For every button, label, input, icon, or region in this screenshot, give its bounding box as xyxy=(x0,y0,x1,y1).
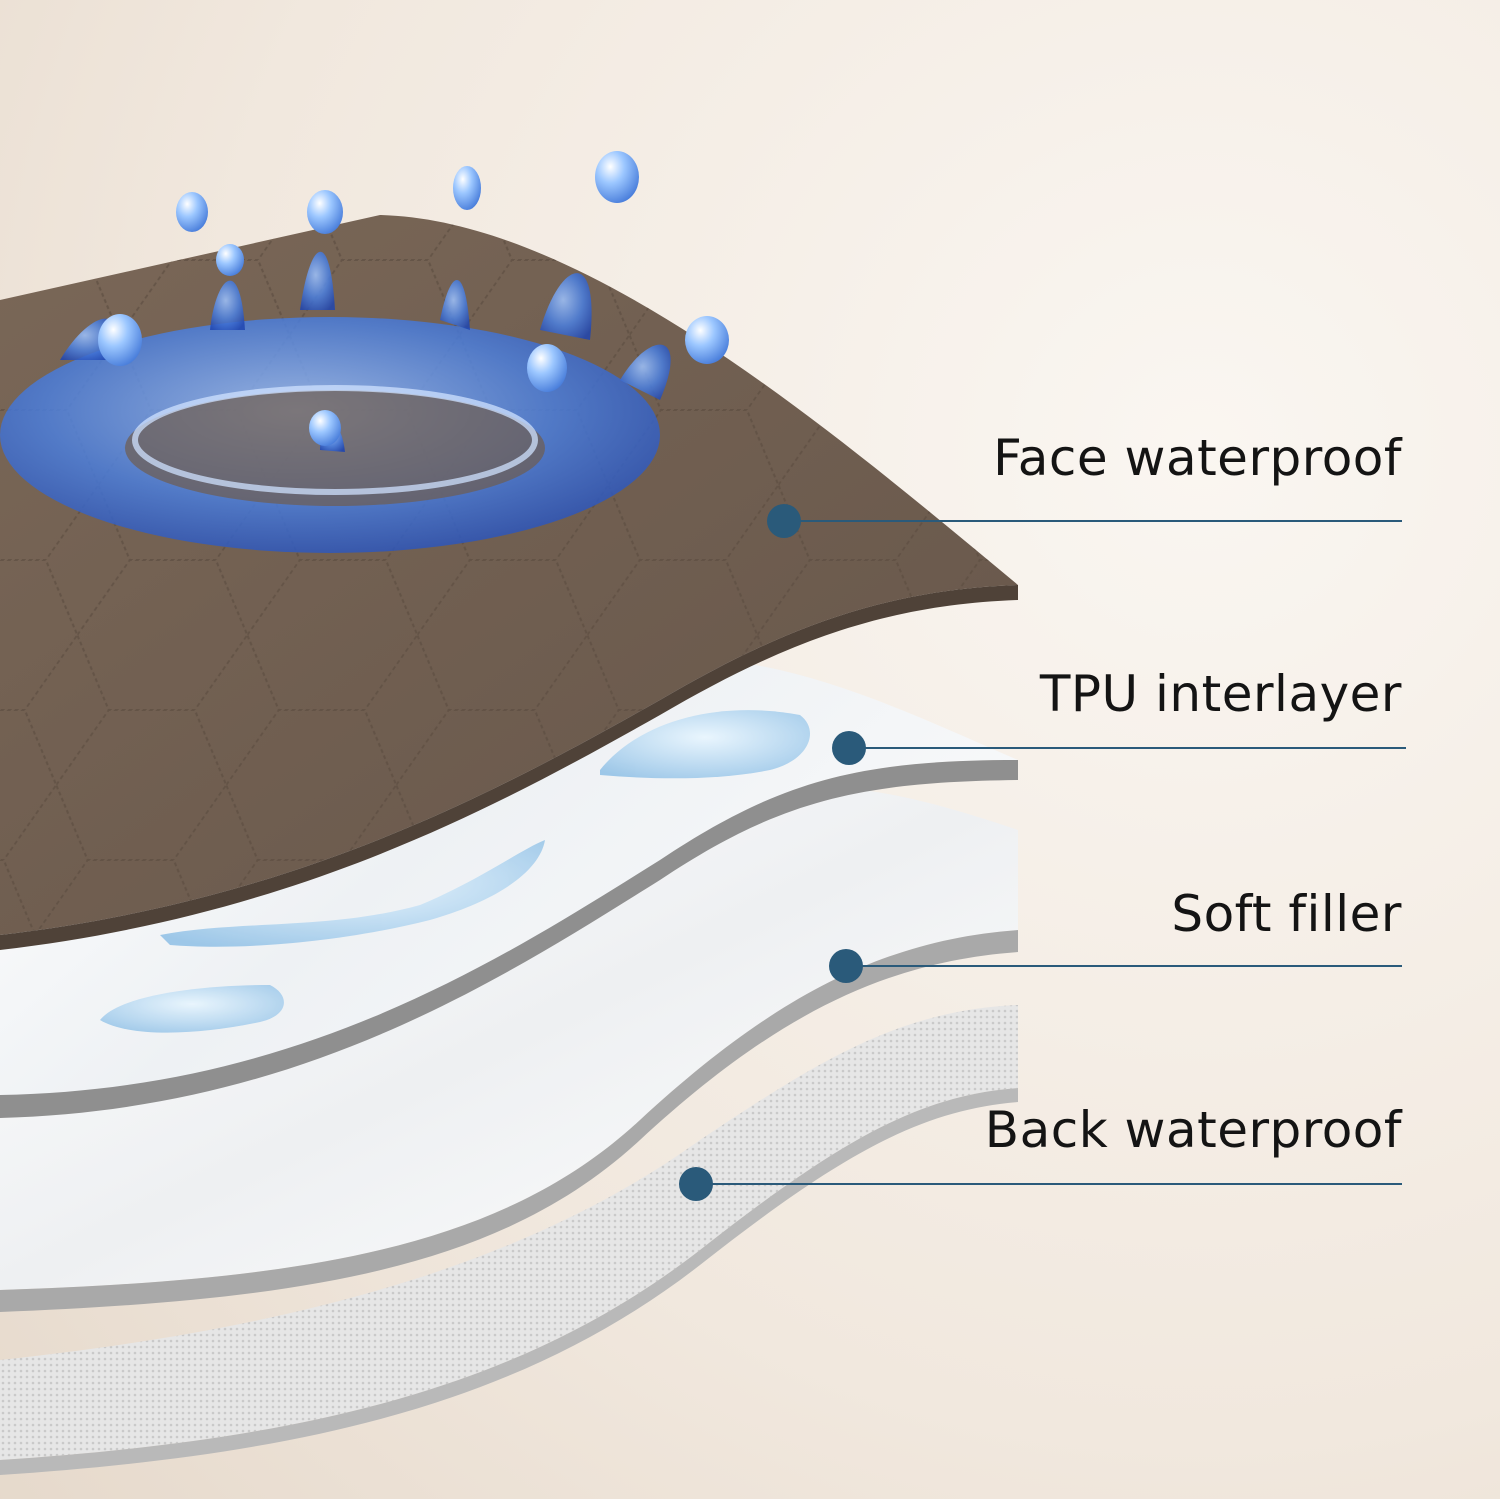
water-droplet-icon xyxy=(100,710,810,1033)
back-waterproof-layer xyxy=(0,1005,1018,1475)
label-tpu-interlayer: TPU interlayer xyxy=(1039,665,1402,723)
water-splash-icon xyxy=(0,151,729,553)
label-soft-filler: Soft filler xyxy=(1171,885,1402,943)
callout-face xyxy=(767,504,1402,538)
callout-filler xyxy=(829,949,1402,983)
callout-tpu xyxy=(832,731,1406,765)
label-face-waterproof: Face waterproof xyxy=(993,429,1402,487)
soft-filler-layer xyxy=(0,786,1018,1312)
callout-back xyxy=(679,1167,1402,1201)
label-back-waterproof: Back waterproof xyxy=(984,1101,1402,1159)
